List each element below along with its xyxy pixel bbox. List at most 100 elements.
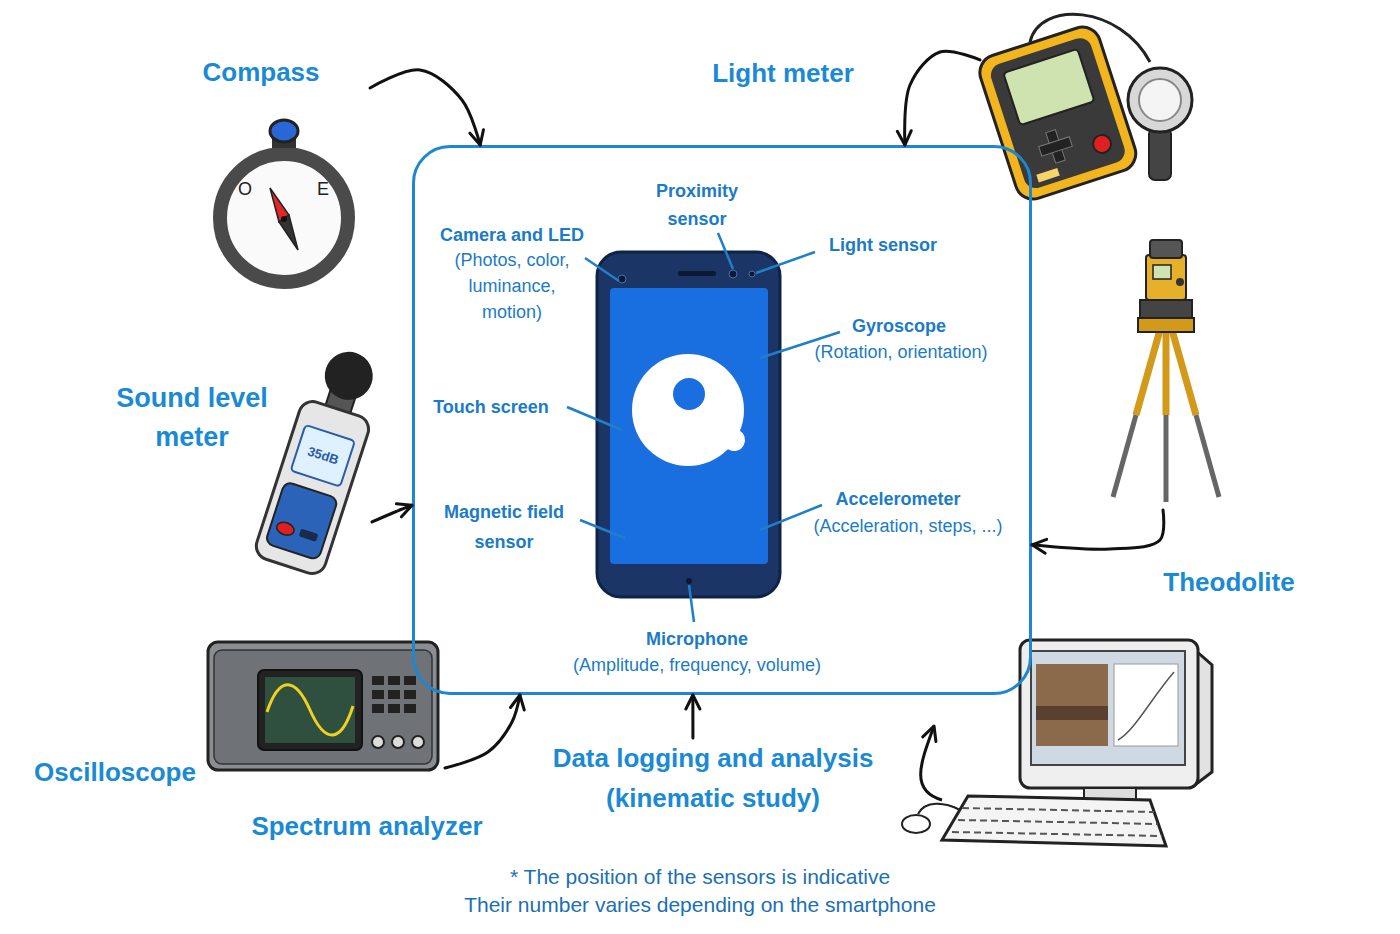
connector-arrow bbox=[1032, 510, 1164, 549]
compass-pivot bbox=[281, 216, 287, 222]
compass-crown bbox=[270, 120, 298, 142]
connector-arrow bbox=[905, 51, 980, 145]
phone-screen bbox=[610, 288, 768, 564]
app-logo-hole bbox=[673, 378, 705, 410]
theodolite-body bbox=[1146, 255, 1186, 300]
sound-level-meter-illustration bbox=[253, 342, 391, 577]
analysis-node: Data logging and analysis (kinematic stu… bbox=[540, 738, 886, 820]
oscilloscope-screen-frame bbox=[258, 670, 362, 750]
keypad-key bbox=[388, 704, 400, 713]
keypad-key bbox=[372, 704, 384, 713]
tripod-leg bbox=[1196, 415, 1219, 497]
tripod-leg bbox=[1172, 330, 1196, 415]
app-logo-tail bbox=[706, 426, 734, 440]
light-meter-face bbox=[988, 35, 1128, 191]
sensor-label: Proximity sensor bbox=[632, 177, 762, 233]
analysis-label: Data logging and analysis (kinematic stu… bbox=[533, 738, 893, 818]
instrument-node: Light meter bbox=[980, 15, 1195, 200]
footnote: Their number varies depending on the sma… bbox=[320, 892, 1080, 918]
keypad-key bbox=[388, 690, 400, 699]
instrument-node: Compass bbox=[195, 50, 370, 292]
light-meter-pad bbox=[1039, 137, 1073, 156]
instrument-label: Theodolite bbox=[1139, 566, 1319, 598]
tripod-leg bbox=[1113, 415, 1136, 497]
theodolite-telescope bbox=[1150, 240, 1182, 258]
leader-line bbox=[567, 407, 622, 430]
smartphone-panel: Proximity sensorCamera and LED(Photos, c… bbox=[412, 145, 1032, 695]
leader-line bbox=[580, 520, 625, 538]
connector-arrow bbox=[370, 70, 480, 145]
oscilloscope-knob bbox=[412, 736, 424, 748]
sensor-label: Accelerometer bbox=[813, 486, 983, 512]
screen-photo bbox=[1036, 664, 1108, 746]
phone-proximity bbox=[729, 270, 737, 278]
sensor-description: (Rotation, orientation) bbox=[781, 339, 1021, 365]
instrument-label: Compass bbox=[186, 56, 336, 88]
phone-mic bbox=[686, 578, 692, 584]
keyboard bbox=[942, 796, 1166, 846]
keypad-key bbox=[372, 676, 384, 685]
smartphone-illustration bbox=[597, 252, 780, 597]
light-meter-illustration bbox=[975, 14, 1192, 203]
light-probe-dome bbox=[1139, 79, 1181, 121]
sensor-description: (Photos, color, luminance, motion) bbox=[442, 247, 582, 325]
keypad-key bbox=[404, 676, 416, 685]
light-meter-button bbox=[1091, 133, 1114, 156]
monitor-screen bbox=[1031, 651, 1185, 765]
compass-needle-south bbox=[279, 215, 298, 250]
sensor-description: (Amplitude, frequency, volume) bbox=[537, 652, 857, 678]
screen-graph-curve bbox=[1118, 672, 1174, 740]
sensor-label: Magnetic field sensor bbox=[429, 497, 579, 557]
oscilloscope-knob bbox=[372, 736, 384, 748]
tripod-leg bbox=[1163, 330, 1170, 415]
theodolite-knob bbox=[1176, 278, 1184, 286]
oscilloscope-illustration bbox=[208, 642, 438, 770]
meter-reading: 35dB bbox=[296, 440, 349, 473]
instrument-label: Oscilloscope bbox=[20, 756, 210, 788]
monitor-case bbox=[1020, 640, 1198, 788]
sensor-label: Gyroscope bbox=[824, 313, 974, 339]
phone-light-sensor bbox=[749, 271, 755, 277]
oscilloscope-front bbox=[214, 650, 432, 764]
theodolite-illustration bbox=[1113, 240, 1219, 502]
screen-photo-table bbox=[1036, 706, 1108, 720]
keypad-key bbox=[372, 690, 384, 699]
connector-arrow bbox=[372, 505, 412, 522]
light-meter-body bbox=[975, 22, 1140, 203]
light-meter-slot bbox=[1036, 168, 1059, 182]
sensor-label: Touch screen bbox=[416, 394, 566, 420]
instrument-node: Theodolite bbox=[1105, 235, 1305, 510]
tripod-leg bbox=[1136, 330, 1160, 415]
leader-line bbox=[689, 585, 694, 622]
meter-switch bbox=[299, 529, 319, 542]
connector-arrow bbox=[445, 695, 520, 768]
compass-ring bbox=[220, 154, 348, 282]
sensor-label: Microphone bbox=[617, 626, 777, 652]
keypad-key bbox=[404, 704, 416, 713]
instrument-label: Sound level meter bbox=[102, 379, 282, 457]
theodolite-base bbox=[1140, 300, 1192, 318]
oscilloscope-case bbox=[208, 642, 438, 770]
computer-illustration bbox=[902, 640, 1212, 846]
phone-body bbox=[597, 252, 780, 597]
leader-line bbox=[760, 505, 822, 530]
keypad-key bbox=[404, 690, 416, 699]
microphone-ball bbox=[319, 346, 379, 406]
oscilloscope-screen bbox=[265, 677, 355, 743]
oscilloscope-knob bbox=[392, 736, 404, 748]
leader-lines bbox=[567, 233, 840, 622]
meter-panel bbox=[265, 481, 338, 560]
mouse-cable bbox=[918, 804, 960, 814]
tripod-leg bbox=[1164, 415, 1169, 502]
light-probe bbox=[1128, 68, 1192, 132]
phone-camera bbox=[618, 275, 626, 283]
phone-speaker bbox=[678, 271, 716, 276]
compass-illustration bbox=[220, 120, 348, 282]
computer-arrow bbox=[921, 726, 942, 800]
sensor-label: Camera and LED bbox=[427, 222, 597, 248]
meter-body bbox=[253, 398, 372, 577]
compass-letter: E bbox=[311, 178, 335, 200]
instrument-label: Light meter bbox=[688, 57, 878, 89]
instrument-label: Spectrum analyzer bbox=[232, 810, 502, 842]
keypad-key bbox=[388, 676, 400, 685]
